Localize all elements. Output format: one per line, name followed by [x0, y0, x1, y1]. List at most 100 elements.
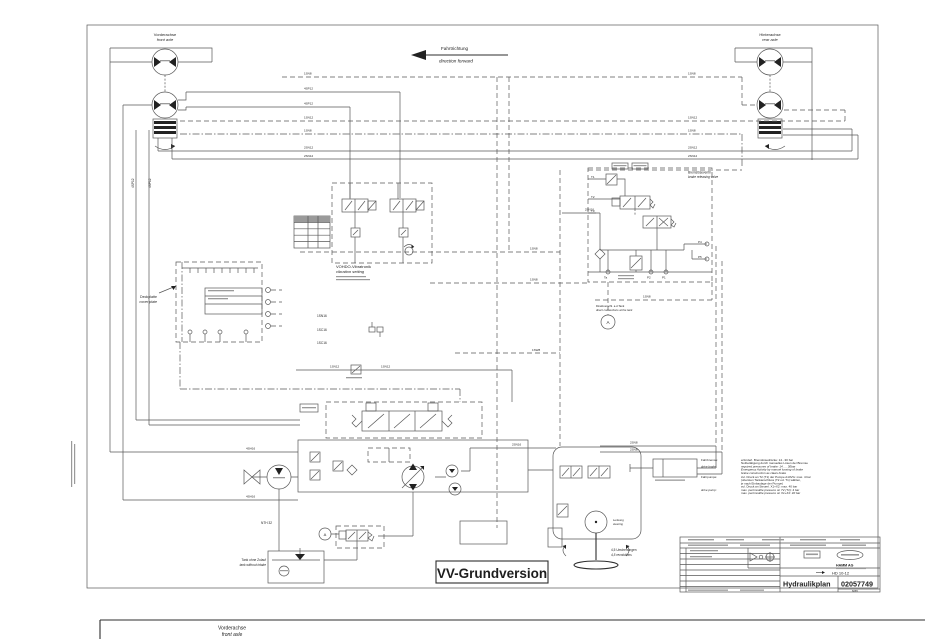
tank-label-de: Tank ohne Zulauf [242, 558, 267, 562]
fan-icon [243, 469, 253, 485]
fan-pump-group: 4SH16 4SH16 NTH 32 [110, 447, 298, 551]
direction-forward-arrow: Fahrtrichtung direction forward [411, 46, 508, 64]
port-label: Ta [604, 276, 608, 280]
pipe-runs: 1SN8 4SP12 4SP12 1SN12 1SN8 2SN12 2SN12 … [109, 48, 859, 528]
note-text: je nach Einbaulage der Pumpe) [740, 481, 783, 485]
port-label: P2 [647, 276, 651, 280]
front-brake-block [152, 118, 178, 139]
front-axle-label-de: Vorderachse [154, 32, 177, 37]
pipe-label: 1SN8 [688, 129, 696, 133]
vibration-valve-block: VOHDO-Vibratronik vibration setting [293, 182, 433, 281]
connector-a-badge [600, 314, 616, 330]
note-text: Notbetätigung durch manuelles Lösen der … [741, 461, 808, 465]
note-text: required pressures of brake: 14 .... 30b… [741, 464, 796, 468]
connector-a-label: A [606, 320, 610, 325]
sheet-border [71, 24, 879, 589]
note-text: brake construction as claws brake [741, 471, 787, 475]
pipe-label: 1SC16 [317, 328, 327, 332]
note-label: drive brake: [701, 464, 717, 468]
front-axle-group: Vorderachse front axle [110, 32, 213, 150]
port-label: P4 [698, 240, 702, 244]
pipe-label: 2SN8 [630, 441, 638, 445]
revolutions-label-de: 4,5 Umdrehungen [611, 548, 637, 552]
brake-cylinder-group: 2SN8 2SN8 [459, 246, 723, 548]
pipe-label: 2SN8 [630, 448, 638, 452]
second-sheet-partial: Vorderachse front axle [99, 619, 925, 639]
pipe-label: 1SN16 [317, 314, 327, 318]
pipe-label: 1SN12 [330, 365, 340, 369]
projection-cone-icon [749, 552, 758, 562]
pipe-label: 2SN12 [688, 154, 698, 158]
port-label: P5 [698, 255, 702, 259]
pipe-label: 2SN16 [585, 208, 595, 212]
direction-label-de: Fahrtrichtung [441, 46, 469, 51]
version-title: VV-Grundversion [437, 566, 547, 581]
steering-group: Lenkung steering 4,5 Umdrehungen 4,5 rev… [528, 446, 642, 570]
margin-note-blur [71, 441, 73, 487]
equipment-box [459, 520, 508, 545]
pipe-label-vertical: 4SP12 [131, 178, 135, 188]
tank-label-en: tank without intake [240, 563, 267, 567]
steering-label-en: steering [613, 522, 623, 526]
brake-valve-label-de: Bremslöseventil [688, 171, 711, 175]
note-text: max. permissible pressure on T2 (T1): 4 … [741, 488, 800, 492]
rear-brake-block [757, 118, 783, 139]
pipe-label: 4SP12 [304, 102, 313, 106]
port-label: T1 [591, 175, 595, 179]
page2-front-axle-en: front axle [222, 632, 243, 638]
connector-a-label: A [324, 532, 327, 537]
charge-pump [445, 464, 459, 478]
flow-indicator-icon [404, 246, 414, 256]
pipe-label: 1SN12 [381, 365, 391, 369]
pipe-label: 1SN12 [304, 116, 314, 120]
company-name: HAMM AG [836, 564, 854, 568]
note-text: erforderl. Bremslösedrücke: 14...30 bar [741, 458, 793, 462]
page2-front-axle-de: Vorderachse [218, 626, 246, 632]
hydraulic-tank [267, 550, 325, 584]
pipe-label: 2SN12 [304, 146, 314, 150]
tank-group: Tank ohne Zulauf tank without intake [240, 548, 325, 584]
version-title-box: VV-Grundversion [435, 560, 549, 584]
note-text: max. permissible pressure on X1+X2: 40 b… [741, 491, 801, 495]
model-code: HD 10-12 [832, 571, 850, 576]
solenoid-icon [367, 200, 377, 211]
notes-block: Fahrbremse: erforderl. Bremslösedrücke: … [701, 458, 811, 495]
vibration-label-en: vibration setting [336, 269, 365, 274]
steering-unit-outline [552, 446, 642, 540]
note-label: drive pump: [701, 488, 717, 492]
pipe-label: 4SP12 [304, 87, 313, 91]
note-label: Fahrpumpe: [701, 475, 717, 479]
pipe-label: NTH 32 [261, 521, 272, 525]
pipe-label: 1SC16 [317, 341, 327, 345]
tank-direct-label-de: Direktverschl. a.d.Tank [596, 304, 625, 308]
port-label: T2 [591, 195, 595, 199]
cover-plate-label-de: Deckplatte [140, 295, 157, 299]
rear-vibration-motor [756, 91, 784, 119]
pipe-label: 4SH16 [246, 447, 256, 451]
pipe-label: 1SN8 [304, 72, 312, 76]
pipe-label: 1SN8 [688, 72, 696, 76]
relief-valve [629, 255, 643, 271]
rear-axle-label-en: rear axle [762, 37, 778, 42]
vibration-label-de: VOHDO-Vibratronik [336, 264, 371, 269]
hamm-logo [836, 550, 864, 560]
steering-label-de: Lenkung [613, 518, 624, 522]
steering-wheel-icon [573, 560, 619, 570]
pipe-label: 2SN12 [688, 146, 698, 150]
note-text: zul. Druck an T2 (T1) der Pumpe A10VG: m… [741, 475, 811, 479]
sheet-code: 6065 [852, 589, 858, 593]
note-text: zul. Druck an Steuerl. X1+X2: max. 40 ba… [741, 485, 797, 489]
wirtgen-logo [803, 550, 821, 559]
document-number: 02057749 [841, 580, 873, 589]
pipe-label: 1SW8 [532, 348, 541, 352]
brake-cylinder [652, 458, 698, 478]
title-block: HAMM AG HD 10-12 Hydraulikplan 02057749 … [679, 536, 881, 593]
pipe-label: 1SN8 [304, 129, 312, 133]
cover-plate-group: Deckplatte cover plate [139, 261, 282, 343]
note-text: Emergency Activity by manuel loosing of … [741, 468, 803, 472]
drive-pump-block [297, 401, 529, 537]
check-valve-icon [594, 248, 606, 260]
equipment-box [547, 527, 563, 548]
